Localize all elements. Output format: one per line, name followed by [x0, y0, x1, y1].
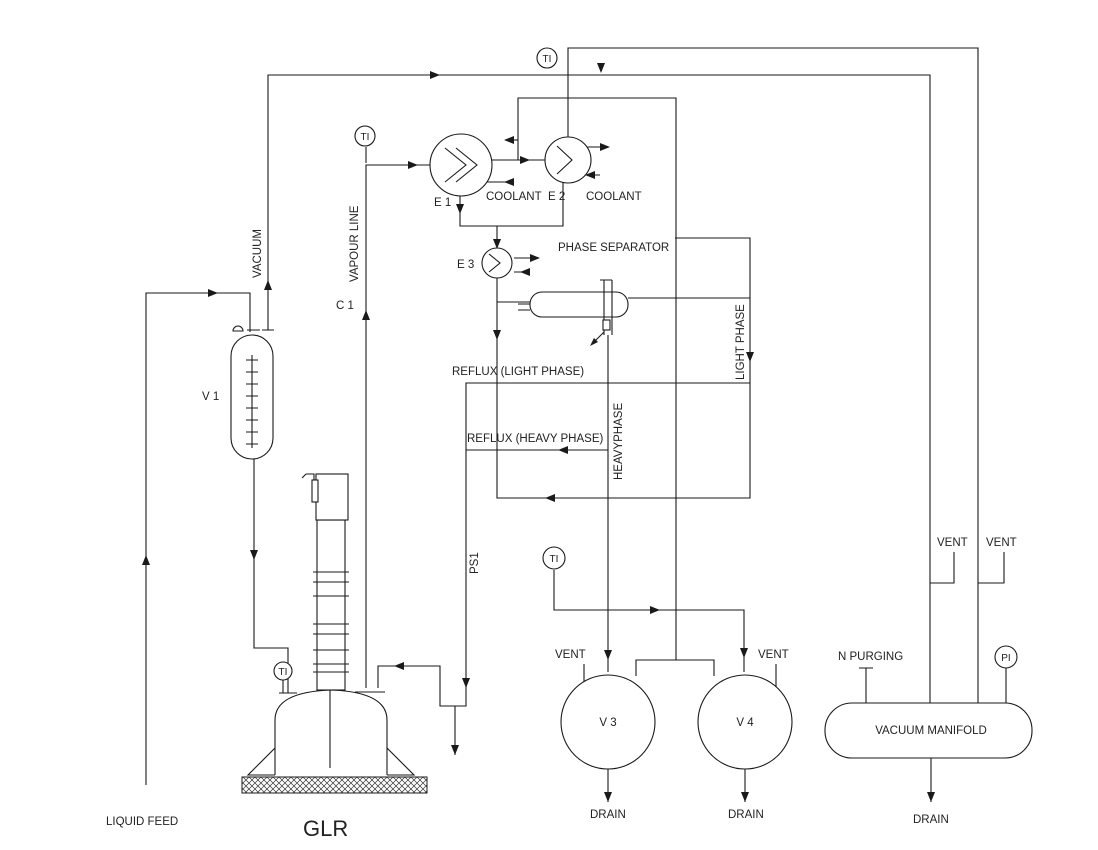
v1-vessel: [230, 325, 274, 460]
ti-vapour-label: TI: [361, 132, 370, 143]
ti-glr-label: TI: [279, 667, 288, 678]
label-coolant-2: COOLANT: [586, 191, 642, 203]
label-glr: GLR: [303, 816, 348, 841]
label-vacuum: VACUUM: [252, 229, 264, 278]
e3-cooler: [481, 247, 513, 279]
reflux-light-line: [465, 382, 750, 678]
vent-tap-left: [930, 552, 955, 584]
pi-manifold: PI: [994, 645, 1018, 669]
glr-nozzles: [279, 691, 385, 694]
arrow-light-phase-down: [746, 352, 754, 362]
e2-condenser: [544, 136, 592, 184]
arrow-vapour-right: [408, 161, 418, 169]
arrow-ti-v4: [740, 648, 748, 658]
ti-top-label: TI: [543, 54, 552, 65]
label-v1: V 1: [202, 391, 219, 403]
label-vent-manifold-2: VENT: [986, 537, 1017, 549]
arrow-e1-down: [456, 204, 464, 214]
ti-v4-line: [553, 570, 745, 672]
flow-arrows: [142, 63, 935, 802]
ti-v4-label: TI: [550, 554, 559, 565]
label-v4: V 4: [736, 717, 754, 729]
e2-bypass-line: [517, 97, 677, 660]
label-drain-manifold: DRAIN: [913, 814, 949, 826]
arrow-ps1-drain: [451, 745, 459, 755]
label-ps1: PS1: [469, 552, 481, 574]
vent-line-to-manifold: [567, 47, 979, 703]
label-vapour-line: VAPOUR LINE: [349, 205, 361, 282]
arrow-reflux-heavy: [558, 446, 568, 454]
vacuum-manifold: [824, 702, 1033, 759]
label-liquid-feed: LIQUID FEED: [106, 816, 178, 828]
label-coolant-1: COOLANT: [486, 191, 542, 203]
label-light-phase: LIGHT PHASE: [735, 304, 747, 380]
arrow-ps1-down: [462, 678, 470, 688]
liquid-feed-line: [145, 292, 251, 785]
arrow-e1-left: [504, 136, 514, 144]
label-c1: C 1: [336, 300, 354, 312]
arrow-vacuum-right: [430, 71, 440, 79]
vapour-line: [365, 164, 430, 688]
arrow-vapour-up: [362, 310, 370, 320]
v3-v4-equaliser: [635, 659, 715, 676]
arrow-e3-coolant-out: [530, 254, 540, 262]
label-e3: E 3: [457, 259, 474, 271]
arrow-e3-coolant-in: [520, 268, 530, 276]
arrow-coolant-e1: [504, 178, 514, 186]
ti-top: TI: [536, 47, 558, 69]
label-v3: V 3: [599, 717, 616, 729]
label-drain-v4: DRAIN: [728, 809, 764, 821]
v1-to-glr-line: [253, 458, 289, 693]
vent-tap-right: [978, 552, 1005, 584]
arrow-top-down: [597, 63, 605, 73]
arrow-manifold-drain: [927, 792, 935, 802]
label-n-purging: N PURGING: [838, 651, 903, 663]
label-vacuum-manifold: VACUUM MANIFOLD: [875, 725, 987, 737]
label-reflux-heavy: REFLUX (HEAVY PHASE): [467, 433, 604, 445]
label-e1: E 1: [434, 197, 451, 209]
e1-condenser: [429, 133, 493, 197]
arrow-coolant-out-e2: [600, 143, 610, 151]
phase-separator: [518, 279, 629, 346]
label-reflux-light: REFLUX (LIGHT PHASE): [452, 366, 584, 378]
arrow-recycle-left: [545, 494, 555, 502]
separator-recycle-loop: [496, 237, 751, 499]
label-phase-separator: PHASE SEPARATOR: [558, 242, 669, 254]
vacuum-line: [267, 74, 931, 703]
arrow-ti-right: [650, 606, 660, 614]
v3-vessel: [560, 674, 656, 770]
n2-purging-line: [859, 667, 873, 703]
label-vent-v3: VENT: [555, 649, 586, 661]
arrow-to-e3: [493, 239, 501, 249]
ti-vapour: TI: [354, 125, 376, 147]
arrow-vacuum-up: [264, 280, 272, 290]
arrow-v1-down: [250, 550, 258, 560]
arrow-return-glr: [394, 662, 404, 670]
label-vent-manifold-1: VENT: [937, 537, 968, 549]
arrow-v4-drain: [741, 792, 749, 802]
label-vent-v4: VENT: [758, 649, 789, 661]
arrow-v3-drain: [604, 792, 612, 802]
label-drain-v3: DRAIN: [590, 809, 626, 821]
ti-v4: TI: [542, 546, 566, 570]
arrow-feed-right: [208, 289, 218, 297]
arrow-coolant-in-e2: [585, 171, 595, 179]
glr-reactor: [241, 473, 428, 794]
ps1-return-line: [377, 665, 467, 707]
label-heavy-phase: HEAVYPHASE: [613, 403, 625, 480]
v4-vessel: [697, 674, 793, 770]
ti-glr: TI: [273, 661, 293, 681]
arrow-heavy-v3: [604, 650, 612, 660]
arrow-e1-e2: [520, 156, 530, 164]
pi-label: PI: [1001, 653, 1010, 664]
label-e2: E 2: [548, 191, 565, 203]
arrow-e3-down: [493, 330, 501, 340]
arrow-feed-up: [142, 555, 150, 565]
